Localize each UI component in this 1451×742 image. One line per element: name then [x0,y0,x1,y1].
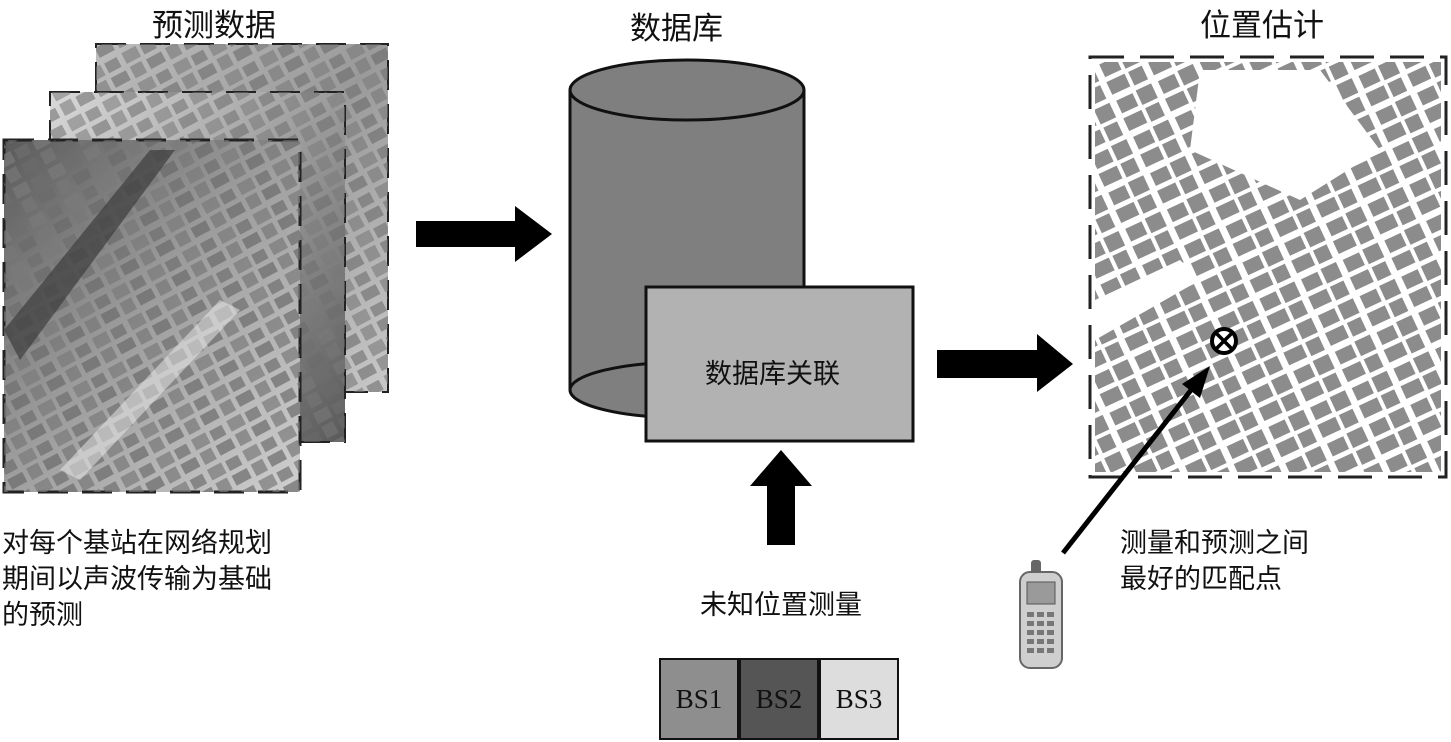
match-caption: 测量和预测之间 最好的匹配点 [1120,526,1309,598]
arrow-to-database [416,206,552,262]
prediction-caption-line-1: 对每个基站在网络规划 [2,528,272,559]
bs1-label: BS1 [675,683,723,714]
database-title: 数据库 [630,11,723,47]
arrow-to-estimate [937,334,1073,392]
prediction-caption: 对每个基站在网络规划 期间以声波传输为基础 的预测 [2,526,272,634]
match-caption-line-1: 测量和预测之间 [1120,528,1309,559]
prediction-caption-line-3: 的预测 [2,600,83,631]
association-box [644,285,915,443]
bs2-box: BS2 [739,658,819,740]
location-estimate-title: 位置估计 [1200,8,1324,44]
prediction-caption-line-2: 期间以声波传输为基础 [2,564,272,595]
location-estimate-map [1088,55,1448,479]
bs2-label: BS2 [755,683,803,714]
association-label: 数据库关联 [705,359,840,390]
measurement-label: 未知位置测量 [700,590,862,621]
phone-to-match-arrow [1061,366,1210,555]
arrow-measurement-up [750,450,812,545]
prediction-data-title: 预测数据 [152,8,276,44]
prediction-map-layer-1 [2,138,302,494]
bs1-box: BS1 [659,658,739,740]
bs3-box: BS3 [819,658,899,740]
mobile-phone-icon [1019,560,1063,669]
best-match-marker [1210,327,1238,355]
bs3-label: BS3 [835,683,883,714]
match-caption-line-2: 最好的匹配点 [1120,564,1282,595]
